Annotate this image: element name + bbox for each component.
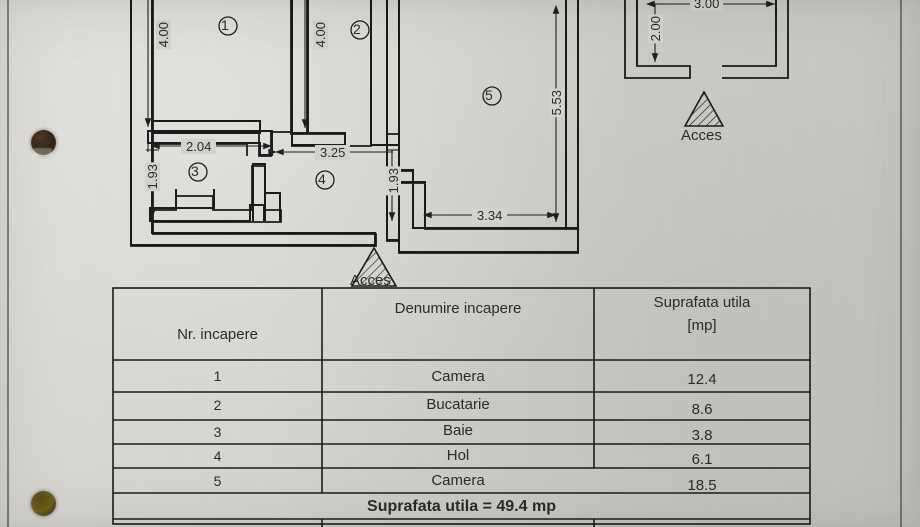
table-header-area-line1: Suprafata utila	[653, 294, 751, 311]
room-marker-5: 5	[485, 87, 493, 103]
table-row: 4	[213, 448, 222, 464]
dimension-4.00-middle: 4.00	[313, 20, 328, 50]
table-header-area-line2: [mp]	[687, 317, 717, 334]
table-row: 3	[213, 424, 222, 440]
table-row: 12.4	[687, 371, 717, 388]
dimension-5.53: 5.53	[549, 88, 564, 118]
room-marker-3: 3	[191, 163, 199, 179]
table-row: Hol	[446, 447, 470, 464]
table-total-row: Suprafata utila = 49.4 mp	[367, 498, 556, 515]
dimension-3.25: 3.25	[315, 145, 351, 160]
table-row: 1	[213, 368, 222, 384]
access-symbol-main	[350, 246, 398, 287]
dimension-3.00: 3.00	[690, 0, 724, 11]
table-row: 6.1	[691, 451, 713, 468]
access-label-right: Acces	[681, 127, 722, 144]
table-row: Camera	[431, 368, 485, 385]
table-header-name: Denumire incapere	[394, 300, 522, 317]
access-symbol-right	[683, 90, 725, 127]
wall-outline-right-room	[624, 0, 789, 79]
dimension-4.00-left: 4.00	[156, 20, 171, 50]
dimension-lines	[144, 0, 775, 222]
table-row: Bucatarie	[426, 396, 490, 413]
dimension-3.34: 3.34	[472, 208, 508, 223]
dimension-2.00: 2.00	[648, 14, 663, 44]
room-marker-2: 2	[353, 21, 361, 37]
table-row: 18.5	[687, 477, 717, 494]
punch-hole-bottom	[31, 491, 56, 516]
room-table-grid	[112, 287, 811, 527]
room-number-circles	[188, 16, 502, 190]
table-row: 3.8	[691, 427, 713, 444]
table-row: 8.6	[691, 401, 713, 418]
punch-hole-top	[31, 130, 56, 155]
table-header-nr: Nr. incapere	[177, 326, 258, 343]
table-row: Camera	[431, 472, 485, 489]
table-row: 2	[213, 397, 222, 413]
table-row: Baie	[442, 422, 474, 439]
dimension-2.04: 2.04	[181, 139, 217, 154]
room-marker-4: 4	[318, 171, 326, 187]
dimension-1.93-left: 1.93	[145, 162, 160, 192]
dimension-1.93-right: 1.93	[386, 166, 401, 196]
room-marker-1: 1	[221, 17, 229, 33]
table-row: 5	[213, 473, 222, 489]
access-label-main: Acces	[350, 272, 391, 289]
